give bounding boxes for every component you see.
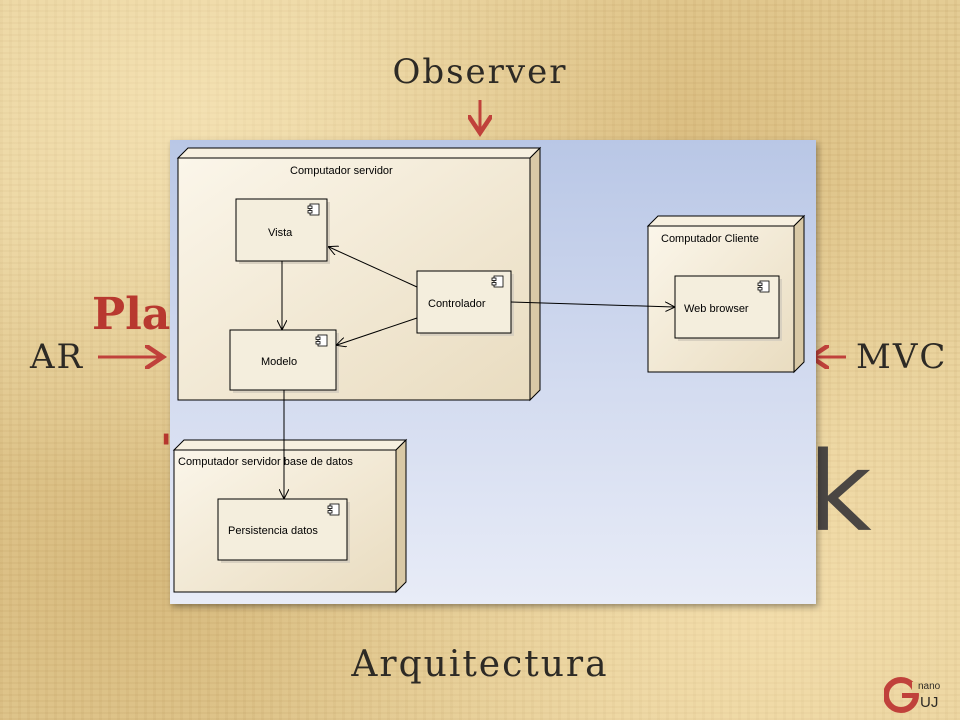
arquitectura-label: Arquitectura — [351, 644, 609, 685]
arrow-controlador-vista — [329, 247, 418, 288]
component-icon — [491, 275, 504, 288]
node-label: Computador servidor — [290, 165, 393, 177]
component-label: Persistencia datos — [228, 525, 318, 537]
component-label: Modelo — [261, 356, 297, 368]
component-persistencia-datos[interactable]: Persistencia datos — [217, 498, 350, 563]
component-icon — [757, 280, 770, 293]
logo-g-ring — [884, 677, 919, 713]
logo-bottom-text: UJ — [920, 694, 938, 711]
deployment-diagram-panel: Computador servidor Computador Cliente C… — [170, 140, 816, 604]
component-vista[interactable]: Vista — [235, 198, 330, 264]
node-label: Computador servidor base de datos — [178, 456, 353, 468]
logo-top-text: nano — [918, 681, 941, 692]
gnano-uj-logo: nano UJ — [884, 677, 941, 713]
component-label: Vista — [268, 227, 293, 239]
node-label: Computador Cliente — [661, 233, 759, 245]
component-label: Web browser — [684, 303, 749, 315]
component-icon — [327, 503, 340, 516]
arrow-controlador-modelo — [337, 317, 418, 345]
arrow-controlador-web — [510, 301, 674, 307]
dependency-arrows — [282, 247, 674, 498]
mvc-label: MVC — [856, 337, 948, 377]
component-controlador[interactable]: Controlador — [416, 270, 514, 336]
component-label: Controlador — [428, 298, 486, 310]
partial-mark: ' — [160, 426, 175, 473]
component-icon — [315, 334, 328, 347]
component-icon — [307, 203, 320, 216]
observer-label: Observer — [392, 52, 568, 92]
component-modelo[interactable]: Modelo — [229, 329, 339, 393]
component-web-browser[interactable]: Web browser — [674, 275, 782, 341]
ar-label: AR — [30, 337, 85, 377]
partial-title: Pla — [92, 289, 171, 340]
deployment-diagram: Computador servidor Computador Cliente C… — [172, 146, 806, 594]
partial-big-text: k — [808, 428, 874, 556]
